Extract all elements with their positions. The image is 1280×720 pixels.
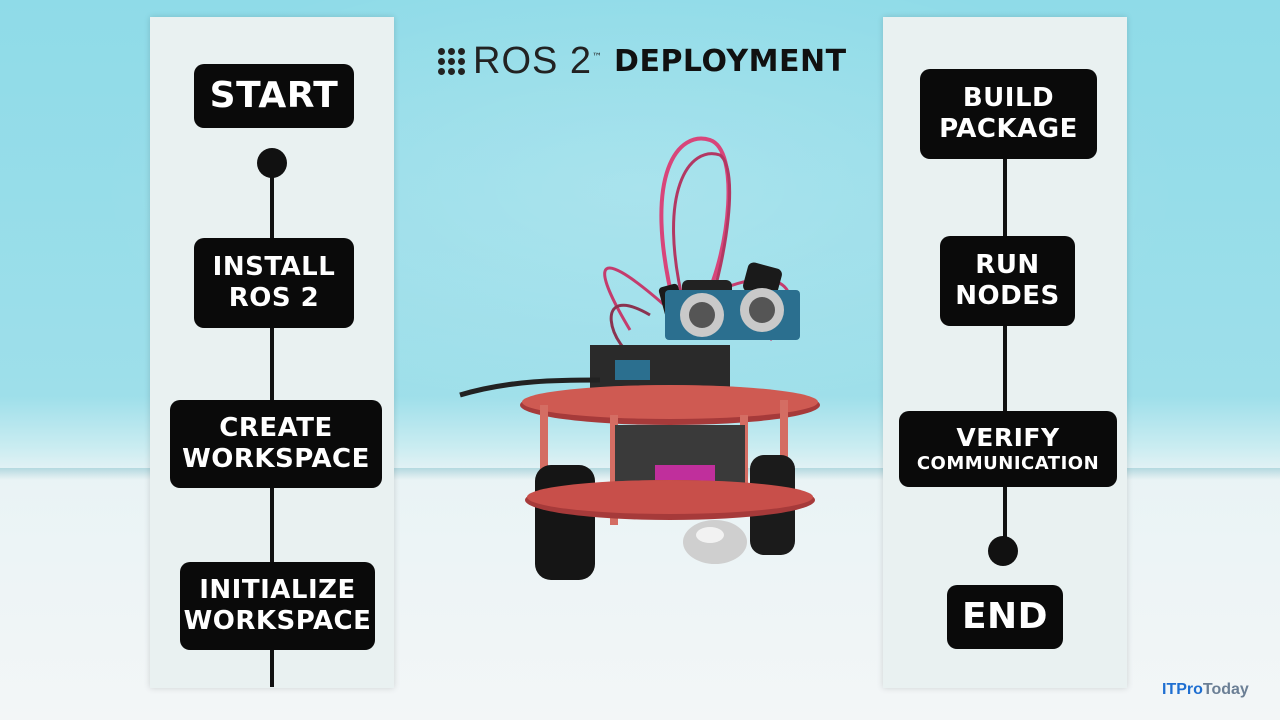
step-label-line1: VERIFY	[956, 423, 1060, 453]
itpro-today-logo: ITProToday	[1162, 681, 1249, 699]
step-label-line2: WORKSPACE	[183, 606, 372, 636]
right-steps-panel: BUILD PACKAGE RUN NODES VERIFY COMMUNICA…	[883, 17, 1127, 688]
ros-logo-icon	[438, 47, 465, 75]
step-install-ros2: INSTALL ROS 2	[194, 238, 354, 328]
logo-part2: Today	[1202, 681, 1249, 698]
title-heading: DEPLOYMENT	[614, 43, 847, 79]
flow-end-dot	[988, 536, 1018, 566]
step-label-line1: RUN	[975, 249, 1040, 280]
ros-logo-text: ROS 2	[473, 39, 593, 82]
step-label-line2: NODES	[955, 281, 1060, 311]
page-title: ROS 2 ™ DEPLOYMENT	[438, 38, 847, 84]
step-label-line1: CREATE	[219, 412, 333, 443]
step-label-line2: PACKAGE	[939, 114, 1078, 144]
step-verify-communication: VERIFY COMMUNICATION	[899, 411, 1117, 487]
step-label-line2: ROS 2	[228, 283, 320, 313]
step-initialize-workspace: INITIALIZE WORKSPACE	[180, 562, 375, 650]
step-run-nodes: RUN NODES	[940, 236, 1075, 326]
step-label-line2: COMMUNICATION	[916, 453, 1100, 475]
logo-part1: ITPro	[1162, 681, 1203, 698]
step-create-workspace: CREATE WORKSPACE	[170, 400, 382, 488]
right-flow-line	[1003, 127, 1007, 557]
step-end-label: END	[961, 596, 1049, 638]
step-build-package: BUILD PACKAGE	[920, 69, 1097, 159]
left-steps-panel: START INSTALL ROS 2 CREATE WORKSPACE INI…	[150, 17, 394, 688]
trademark-mark: ™	[592, 51, 603, 63]
step-label-line2: WORKSPACE	[182, 444, 370, 474]
robot-car-image	[459, 136, 820, 580]
step-label-line1: INSTALL	[212, 251, 336, 282]
step-label-line1: INITIALIZE	[199, 574, 356, 605]
step-end: END	[947, 585, 1063, 649]
step-start: START	[194, 64, 354, 128]
step-start-label: START	[209, 75, 339, 117]
step-label-line1: BUILD	[962, 82, 1055, 113]
